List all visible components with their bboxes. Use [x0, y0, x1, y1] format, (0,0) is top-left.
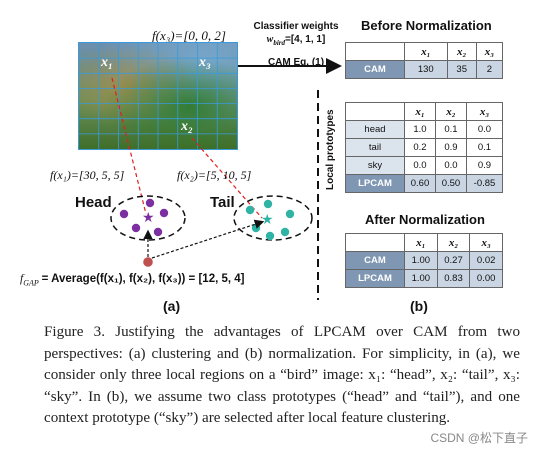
x2-label: x₂ [181, 119, 193, 134]
col-x2: x₂ [434, 102, 467, 121]
f-gap-subscript: GAP [23, 278, 39, 288]
bird-image: x₁ x₃ x₂ [78, 42, 238, 150]
table-row: LPCAM 0.60 0.50 -0.85 [345, 174, 504, 193]
after-normalization-title: After Normalization [365, 212, 485, 227]
panel-a-diagram: ★ ★ [110, 58, 342, 300]
col-x1: x₁ [404, 102, 436, 121]
before-table-header: x₁ x₂ x₃ [345, 42, 504, 61]
row-label: CAM [345, 60, 405, 79]
prototypes-table: x₁ x₂ x₃ head 1.0 0.1 0.0 tail 0.2 0.9 0… [345, 102, 504, 193]
head-centroid: ★ [142, 210, 155, 226]
col-x3: x₃ [475, 42, 504, 61]
cell: 0.83 [436, 269, 471, 288]
col-x3: x₃ [469, 233, 503, 252]
head-cluster [110, 195, 186, 241]
local-prototypes-label: Local prototypes [325, 109, 336, 190]
x3-label: x₃ [199, 55, 211, 70]
f-x1-label: f(x₁)=[30, 5, 5] [50, 168, 125, 182]
row-label: head [345, 120, 405, 139]
cell: 130 [404, 60, 448, 79]
head-label: Head [75, 194, 112, 211]
before-normalization-title: Before Normalization [361, 18, 492, 33]
col-x3: x₃ [465, 102, 504, 121]
classifier-line2: wbird=[4, 1, 1] [250, 33, 342, 50]
cell: 1.00 [404, 251, 438, 270]
table-row: tail 0.2 0.9 0.1 [345, 138, 504, 157]
cell: 1.00 [404, 269, 438, 288]
tail-cluster [233, 195, 313, 241]
col-x2: x₂ [446, 42, 477, 61]
prototypes-table-header: x₁ x₂ x₃ [345, 102, 504, 121]
gap-to-tail-arrow [151, 219, 265, 259]
table-row: sky 0.0 0.0 0.9 [345, 156, 504, 175]
cell: 1.0 [404, 120, 436, 139]
f-x2-label: f(x₂)=[5, 10, 5] [177, 168, 252, 182]
cell: 0.02 [469, 251, 503, 270]
panel-a-label: (a) [163, 298, 181, 314]
cell: 0.0 [465, 120, 504, 139]
cell: 0.00 [469, 269, 503, 288]
table-row: CAM 1.00 0.27 0.02 [345, 251, 503, 270]
row-label: sky [345, 156, 405, 175]
x2-to-tail-line [191, 137, 263, 219]
figure-caption: Figure 3. Justifying the advantages of L… [44, 324, 520, 427]
table-row: CAM 130 35 2 [345, 60, 504, 79]
after-table-header: x₁ x₂ x₃ [345, 233, 503, 252]
cell: 0.1 [434, 120, 467, 139]
classifier-line1: Classifier weights [253, 21, 339, 32]
classifier-info: Classifier weights wbird=[4, 1, 1] CAM E… [250, 20, 342, 69]
prototypes-corner-cell [345, 102, 405, 121]
head-points [119, 198, 169, 237]
cell: 0.0 [404, 156, 436, 175]
after-corner-cell [345, 233, 405, 252]
cell: 0.0 [434, 156, 467, 175]
f-gap-value: = Average(f(x₁), f(x₂), f(x₃)) = [12, 5,… [41, 273, 245, 285]
f-gap-equation: fGAP = Average(f(x₁), f(x₂), f(x₃)) = [1… [20, 273, 245, 287]
f-x3-label: f(x₃)=[0, 0, 2] [152, 28, 226, 43]
grid-overlay [79, 43, 237, 149]
row-label: LPCAM [345, 269, 405, 288]
before-table: x₁ x₂ x₃ CAM 130 35 2 [345, 42, 504, 79]
table-row: head 1.0 0.1 0.0 [345, 120, 504, 139]
cell: 2 [475, 60, 504, 79]
col-x1: x₁ [404, 42, 448, 61]
f-gap-symbol: f [20, 273, 24, 285]
weight-symbol: w [266, 34, 274, 45]
weight-value: =[4, 1, 1] [285, 34, 326, 45]
cell: 0.9 [465, 156, 504, 175]
gap-point [143, 257, 153, 267]
cell: 0.50 [434, 174, 467, 193]
cell: 0.27 [436, 251, 471, 270]
table-row: LPCAM 1.00 0.83 0.00 [345, 269, 503, 288]
watermark: CSDN @松下直子 [430, 429, 528, 446]
tail-label: Tail [210, 194, 235, 211]
col-x1: x₁ [404, 233, 438, 252]
cell: -0.85 [465, 174, 504, 193]
classifier-line3: CAM Eq. (1) [267, 57, 325, 68]
before-corner-cell [345, 42, 405, 61]
row-label: CAM [345, 251, 405, 270]
x1-to-head-line [111, 77, 147, 215]
row-label: LPCAM [345, 174, 405, 193]
row-label: tail [345, 138, 405, 157]
x1-label: x₁ [101, 55, 113, 70]
cell: 0.60 [404, 174, 436, 193]
cell: 0.9 [434, 138, 467, 157]
cell: 0.2 [404, 138, 436, 157]
col-x2: x₂ [436, 233, 471, 252]
after-table: x₁ x₂ x₃ CAM 1.00 0.27 0.02 LPCAM 1.00 0… [345, 233, 503, 288]
weight-subscript: bird [273, 39, 286, 47]
panel-b-label: (b) [410, 298, 428, 314]
tail-centroid: ★ [261, 212, 274, 228]
cell: 35 [446, 60, 477, 79]
cell: 0.1 [465, 138, 504, 157]
